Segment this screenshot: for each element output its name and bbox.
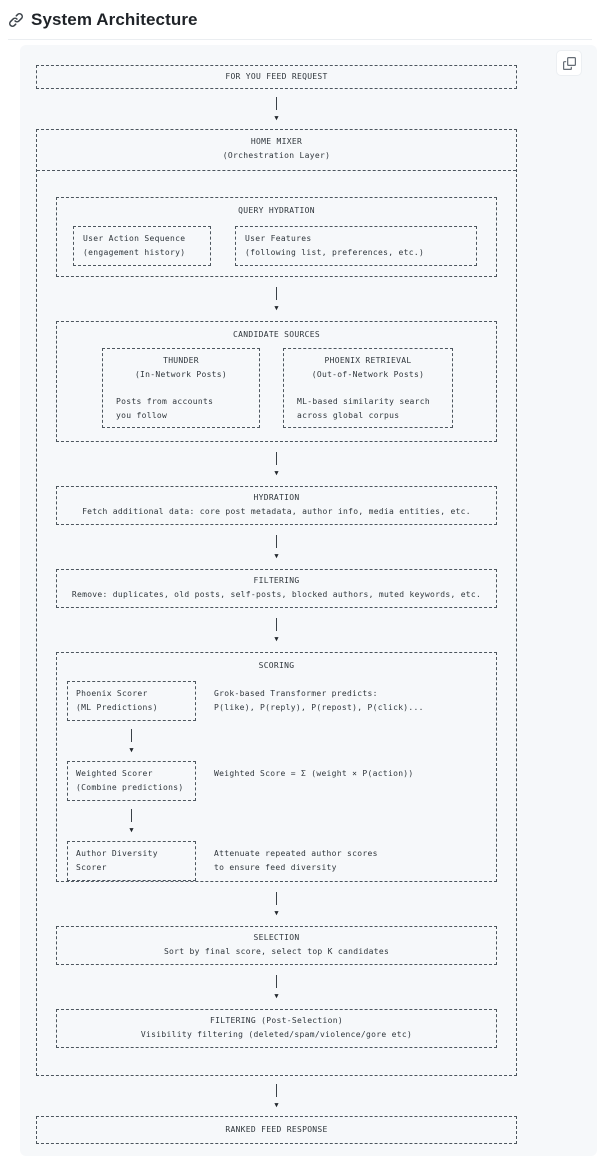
arrow-down-icon: ▼ [274, 908, 279, 917]
query-hydration-title: QUERY HYDRATION [238, 206, 315, 215]
hydration-title: HYDRATION [253, 493, 300, 502]
box-user-features: User Features (following list, preferenc… [235, 226, 477, 266]
connector-line [131, 808, 132, 822]
flow-connector: ▼ [56, 525, 497, 569]
filtering-title: FILTERING [253, 576, 300, 585]
home-mixer-subtitle: (Orchestration Layer) [222, 151, 331, 160]
box-weighted-scorer: Weighted Scorer (Combine predictions) [67, 761, 196, 801]
user-features-line1: User Features [245, 234, 312, 243]
heading-anchor-link[interactable] [8, 12, 24, 28]
home-mixer-title: HOME MIXER [250, 137, 303, 146]
arrow-down-icon: ▼ [274, 551, 279, 560]
flow-connector: ▼ [67, 801, 196, 841]
connector-line [276, 286, 277, 300]
post-filtering-title: FILTERING (Post-Selection) [209, 1016, 344, 1025]
candidate-sources-row: THUNDER (In-Network Posts) Posts from ac… [102, 348, 496, 428]
thunder-title: THUNDER [163, 356, 199, 365]
filtering-desc: Remove: duplicates, old posts, self-post… [71, 590, 482, 599]
connector-line [276, 1083, 277, 1097]
flow-connector: ▼ [56, 965, 497, 1009]
arrow-down-icon: ▼ [274, 113, 279, 122]
box-user-action-sequence: User Action Sequence (engagement history… [73, 226, 211, 266]
page-title: System Architecture [31, 10, 198, 29]
phoenix-retrieval-header: PHOENIX RETRIEVAL (Out-of-Network Posts) [284, 354, 452, 382]
box-hydration: HYDRATION Fetch additional data: core po… [56, 486, 497, 525]
post-filtering-desc: Visibility filtering (deleted/spam/viole… [140, 1030, 413, 1039]
connector-line [276, 534, 277, 548]
candidate-sources-title: CANDIDATE SOURCES [233, 330, 320, 339]
author-diversity-description: Attenuate repeated author scores to ensu… [214, 849, 378, 872]
connector-line [276, 974, 277, 988]
flow-connector: ▼ [56, 608, 497, 652]
connector-line [276, 617, 277, 631]
connector-line [276, 96, 277, 110]
user-action-sequence-line2: (engagement history) [83, 248, 186, 257]
arrow-down-icon: ▼ [274, 634, 279, 643]
thunder-description: Posts from accounts you follow [116, 397, 214, 420]
box-thunder: THUNDER (In-Network Posts) Posts from ac… [102, 348, 260, 428]
phoenix-retrieval-description: ML-based similarity search across global… [297, 397, 431, 420]
flow-connector: ▼ [36, 89, 517, 129]
home-mixer-body: QUERY HYDRATION User Action Sequence (en… [37, 171, 516, 1075]
box-home-mixer: HOME MIXER (Orchestration Layer) QUERY H… [36, 129, 517, 1076]
connector-line [276, 451, 277, 465]
flow-connector: ▼ [56, 882, 497, 926]
link-icon [9, 13, 23, 27]
hydration-desc: Fetch additional data: core post metadat… [82, 507, 471, 516]
box-for-you-feed-request: FOR YOU FEED REQUEST [36, 65, 517, 89]
weighted-scorer-description: Weighted Score = Σ (weight × P(action)) [214, 769, 414, 778]
flow-connector: ▼ [67, 721, 196, 761]
response-label: RANKED FEED RESPONSE [225, 1125, 328, 1134]
box-ranked-feed-response: RANKED FEED RESPONSE [36, 1116, 517, 1144]
selection-desc: Sort by final score, select top K candid… [163, 947, 390, 956]
box-scoring: SCORING Phoenix Scorer (ML Predictions) … [56, 652, 497, 882]
flow-connector: ▼ [56, 277, 497, 321]
connector-line [276, 891, 277, 905]
box-author-diversity-scorer: Author Diversity Scorer [67, 841, 196, 881]
connector-line [131, 728, 132, 742]
user-action-sequence-line1: User Action Sequence [83, 234, 186, 243]
arrow-down-icon: ▼ [274, 303, 279, 312]
scoring-step-row: Phoenix Scorer (ML Predictions) Grok-bas… [67, 681, 496, 721]
thunder-subtitle: (In-Network Posts) [134, 370, 228, 379]
request-label: FOR YOU FEED REQUEST [225, 72, 328, 81]
section-header: System Architecture [8, 10, 592, 40]
arrow-down-icon: ▼ [274, 991, 279, 1000]
phoenix-retrieval-title: PHOENIX RETRIEVAL [324, 356, 412, 365]
query-hydration-row: User Action Sequence (engagement history… [73, 226, 496, 266]
box-phoenix-scorer: Phoenix Scorer (ML Predictions) [67, 681, 196, 721]
architecture-diagram: FOR YOU FEED REQUEST ▼ HOME MIXER (Orche… [36, 65, 517, 1144]
box-candidate-sources: CANDIDATE SOURCES THUNDER (In-Network Po… [56, 321, 497, 442]
thunder-header: THUNDER (In-Network Posts) [103, 354, 259, 382]
box-selection: SELECTION Sort by final score, select to… [56, 926, 497, 965]
code-block: FOR YOU FEED REQUEST ▼ HOME MIXER (Orche… [20, 45, 597, 1156]
box-post-selection-filtering: FILTERING (Post-Selection) Visibility fi… [56, 1009, 497, 1048]
phoenix-scorer-description: Grok-based Transformer predicts: P(like)… [214, 689, 424, 712]
scoring-title: SCORING [258, 661, 295, 670]
scoring-step-row: Author Diversity Scorer Attenuate repeat… [67, 841, 496, 881]
home-mixer-header: HOME MIXER (Orchestration Layer) [37, 130, 516, 171]
flow-connector: ▼ [36, 1076, 517, 1116]
arrow-down-icon: ▼ [274, 468, 279, 477]
selection-title: SELECTION [253, 933, 300, 942]
box-query-hydration: QUERY HYDRATION User Action Sequence (en… [56, 197, 497, 277]
scoring-body: Phoenix Scorer (ML Predictions) Grok-bas… [67, 681, 496, 881]
arrow-down-icon: ▼ [129, 825, 134, 834]
phoenix-retrieval-subtitle: (Out-of-Network Posts) [311, 370, 425, 379]
arrow-down-icon: ▼ [274, 1100, 279, 1109]
arrow-down-icon: ▼ [129, 745, 134, 754]
copy-code-button[interactable] [556, 50, 582, 76]
box-phoenix-retrieval: PHOENIX RETRIEVAL (Out-of-Network Posts)… [283, 348, 453, 428]
scoring-step-row: Weighted Scorer (Combine predictions) We… [67, 761, 496, 801]
copy-icon [562, 56, 576, 70]
box-filtering: FILTERING Remove: duplicates, old posts,… [56, 569, 497, 608]
user-features-line2: (following list, preferences, etc.) [245, 248, 425, 257]
flow-connector: ▼ [56, 442, 497, 486]
